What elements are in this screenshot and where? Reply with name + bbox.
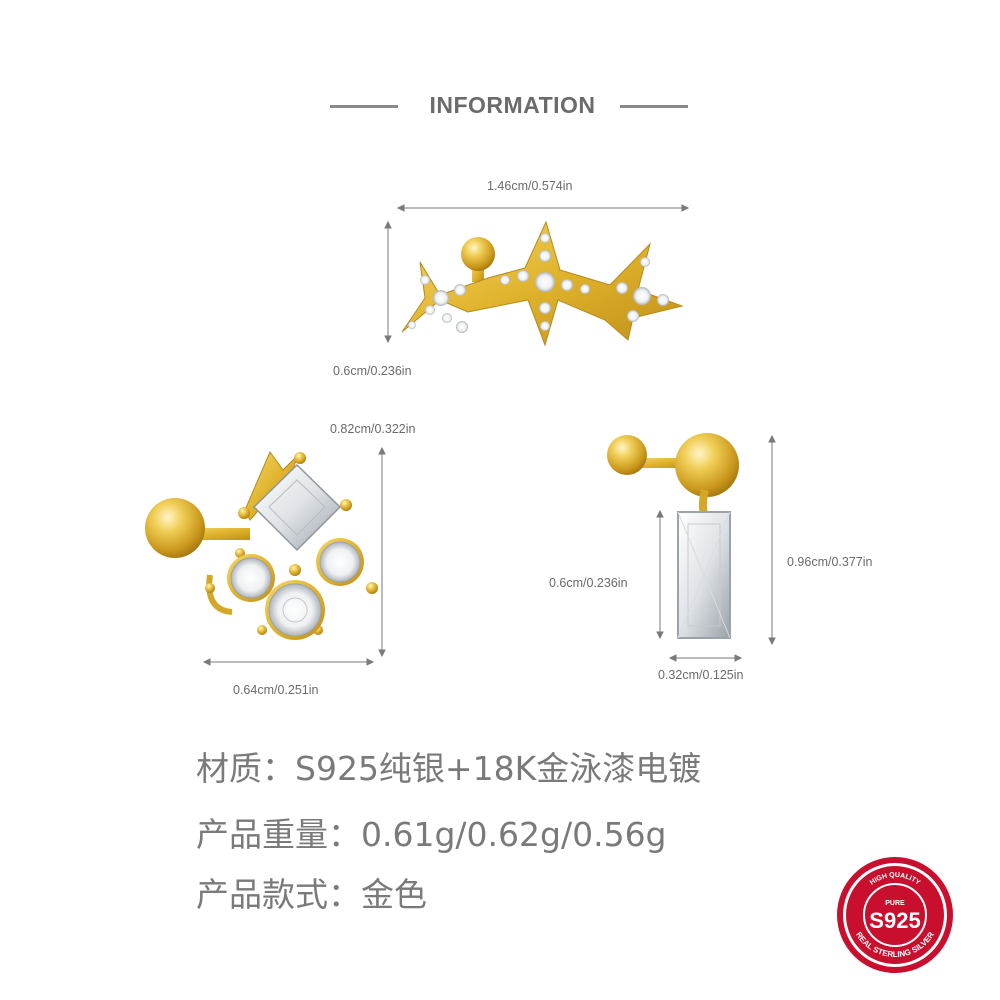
header-line-right bbox=[620, 105, 688, 108]
material-spec: 材质：S925纯银+18K金泳漆电镀 bbox=[196, 749, 702, 788]
cluster-earring-image bbox=[145, 450, 378, 640]
s925-badge-image bbox=[837, 857, 953, 973]
star-height-label: 0.6cm/0.236in bbox=[333, 364, 412, 378]
cluster-height-label: 0.82cm/0.322in bbox=[330, 422, 416, 436]
drop-pendant-height-label: 0.6cm/0.236in bbox=[549, 576, 628, 590]
page-title: INFORMATION bbox=[429, 92, 596, 118]
header-line-left bbox=[330, 105, 398, 108]
star-width-label: 1.46cm/0.574in bbox=[487, 179, 573, 193]
cluster-width-label: 0.64cm/0.251in bbox=[233, 683, 319, 697]
drop-width-label: 0.32cm/0.125in bbox=[658, 668, 744, 682]
drop-total-height-label: 0.96cm/0.377in bbox=[787, 555, 873, 569]
weight-spec: 产品重量：0.61g/0.62g/0.56g bbox=[196, 815, 667, 854]
star-earring-image bbox=[401, 220, 684, 347]
dimension-lines bbox=[202, 204, 776, 666]
drop-earring-image bbox=[607, 433, 739, 639]
style-spec: 产品款式：金色 bbox=[196, 875, 427, 914]
